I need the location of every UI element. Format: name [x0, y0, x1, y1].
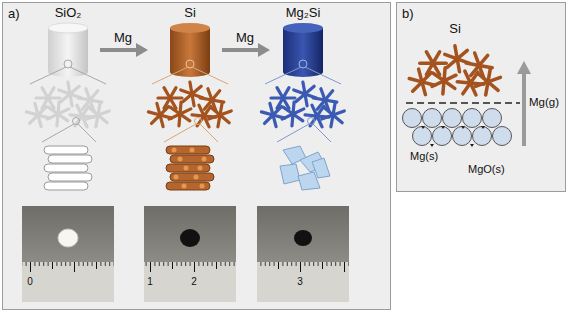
ruler-number: 1	[147, 276, 153, 288]
phase-label: Mg(s)	[410, 150, 438, 163]
panel-letter: a)	[8, 6, 20, 21]
zoom-lines	[30, 60, 341, 84]
nanotube-bundle	[166, 146, 214, 190]
flake-structure	[280, 146, 330, 190]
branched-cluster	[406, 44, 505, 100]
reagent-label: Mg	[236, 31, 254, 46]
ruler-number: 0	[27, 276, 33, 288]
compound-label: Si	[184, 6, 196, 21]
ruler-number: 2	[191, 276, 197, 288]
phase-label: MgO(s)	[468, 163, 505, 176]
vapour-arrow	[517, 61, 531, 146]
branched-cluster	[24, 80, 349, 131]
nanotube-bundle	[44, 146, 92, 190]
compound-label: SiO₂	[55, 6, 82, 21]
panel-letter: b)	[402, 6, 414, 21]
panel-frame: a)	[2, 2, 391, 310]
reagent-label: Mg	[114, 31, 132, 46]
mgo-shell	[421, 126, 485, 147]
pellet-cylinder	[48, 23, 323, 77]
compound-label: Si	[449, 22, 461, 37]
sample-photo	[22, 206, 349, 302]
mg-particles	[403, 109, 512, 146]
ruler-number: 3	[297, 276, 303, 288]
interface-line	[406, 102, 520, 104]
zoom-lines	[42, 118, 331, 143]
panel-ground	[2, 2, 391, 310]
phase-label: Mg(g)	[529, 96, 559, 109]
panel-ground	[396, 2, 566, 192]
compound-label: Mg₂Si	[286, 6, 321, 21]
